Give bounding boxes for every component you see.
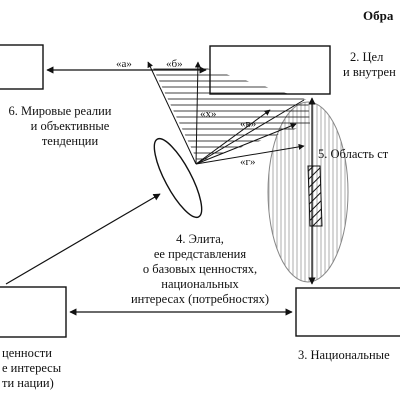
box-values-label-3: ти нации) bbox=[2, 376, 54, 390]
box-world-label-3: тенденции bbox=[41, 134, 99, 148]
box-world-label-1: 6. Мировые реалии bbox=[8, 104, 112, 118]
box-world-realities bbox=[0, 44, 44, 90]
center-label-2: ее представления bbox=[153, 247, 247, 261]
elite-lens bbox=[153, 137, 203, 219]
box-values-label-2: е интересы bbox=[2, 361, 62, 375]
figure-title: Обра bbox=[363, 8, 394, 23]
box-values bbox=[0, 286, 67, 338]
center-label-1: 4. Элита, bbox=[176, 232, 224, 246]
ray-a bbox=[147, 61, 197, 165]
center-label-5: интересах (потребностях) bbox=[130, 292, 270, 306]
box-world-label-2: и объективные bbox=[30, 119, 110, 133]
tag-x: «х» bbox=[200, 108, 217, 120]
box-national-label: 3. Национальные bbox=[298, 348, 390, 362]
box-national-interests bbox=[295, 287, 400, 337]
ray-x bbox=[195, 109, 271, 165]
fan-hatch-region bbox=[152, 66, 310, 162]
ray-b bbox=[194, 61, 201, 165]
ray-box1 bbox=[195, 99, 305, 165]
hatched-bar bbox=[307, 165, 323, 227]
tag-g: «г» bbox=[240, 156, 256, 168]
ray-g bbox=[195, 143, 305, 165]
area-label: 5. Область ст bbox=[318, 147, 389, 161]
tag-b: «б» bbox=[166, 58, 183, 70]
arrow-values-elite bbox=[5, 193, 161, 285]
box-values-label-1: ценности bbox=[2, 346, 52, 360]
ray-v bbox=[195, 123, 297, 165]
box-goals-label-1: 2. Цел bbox=[350, 50, 384, 64]
fan-rays bbox=[147, 61, 305, 165]
center-label-3: о базовых ценностях, bbox=[142, 262, 258, 276]
box-goals-label-2: и внутрен bbox=[343, 65, 396, 79]
tag-v: «в» bbox=[240, 118, 257, 130]
center-label-4: национальных bbox=[161, 277, 239, 291]
tag-a: «а» bbox=[116, 58, 132, 70]
